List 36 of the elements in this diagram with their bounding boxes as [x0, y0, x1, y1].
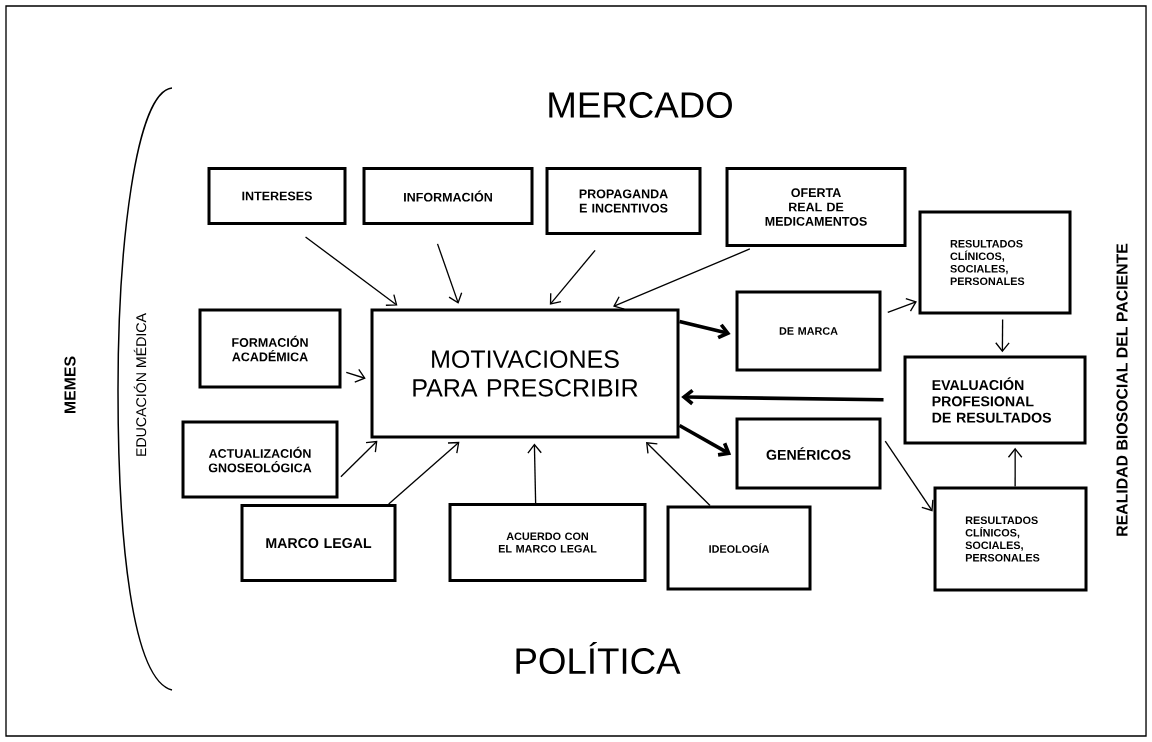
text-box: EVALUACIÓN PROFESIONAL DE RESULTADOS — [903, 355, 1087, 445]
arrow — [679, 319, 731, 340]
text-box: PROPAGANDA E INCENTIVOS — [545, 167, 702, 235]
arrow — [646, 442, 711, 507]
arrow — [527, 443, 542, 504]
text-box: FORMACIÓN ACADÉMICA — [198, 308, 342, 389]
arrow — [436, 243, 463, 304]
text-box: GENÉRICOS — [735, 417, 882, 490]
arrow — [340, 440, 378, 478]
arrow — [678, 423, 732, 457]
heading: POLÍTICA — [516, 641, 681, 675]
side-label: REALIDAD BIOSOCIAL DEL PACIENTE — [1116, 243, 1128, 536]
text-box: INFORMACIÓN — [362, 167, 534, 225]
heading: MERCADO — [549, 92, 732, 118]
side-label: EDUCACIÓN MÉDICA — [133, 313, 147, 456]
text-box: RESULTADOS CLÍNICOS, SOCIALES, PERSONALES — [933, 486, 1088, 592]
arrow — [995, 318, 1010, 353]
arrow — [345, 368, 366, 383]
text-box: OFERTA REAL DE MEDICAMENTOS — [725, 167, 907, 247]
text-box: MARCO LEGAL — [240, 504, 397, 582]
text-box: IDEOLOGÍA — [666, 505, 812, 591]
arrow — [884, 440, 934, 512]
text-box: RESULTADOS CLÍNICOS, SOCIALES, PERSONALES — [918, 210, 1072, 315]
arrow — [681, 388, 884, 406]
text-box: ACUERDO CON EL MARCO LEGAL — [448, 503, 647, 582]
side-label: MEMES — [64, 356, 76, 413]
arrow — [304, 236, 398, 306]
arrow — [613, 248, 751, 310]
text-box: MOTIVACIONES PARA PRESCRIBIR — [370, 308, 680, 439]
text-box: DE MARCA — [735, 290, 882, 372]
text-box: ACTUALIZACIÓN GNOSEOLÓGICA — [181, 420, 339, 499]
arrow — [549, 249, 596, 305]
arrow — [388, 441, 460, 505]
arrow — [1007, 447, 1023, 488]
text-box: INTERESES — [207, 167, 347, 225]
arrow — [887, 297, 917, 314]
